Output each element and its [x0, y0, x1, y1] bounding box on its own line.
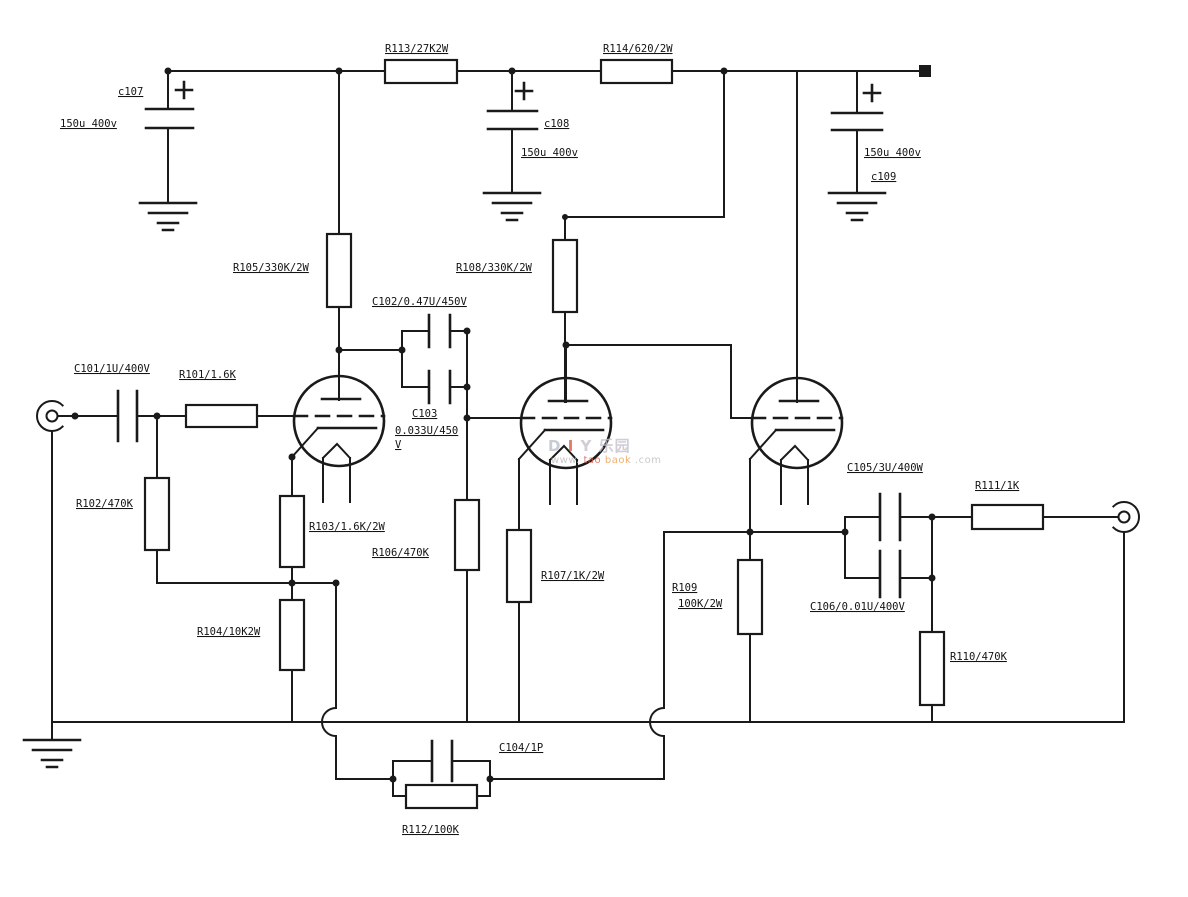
- capacitors: [116, 107, 902, 783]
- resistor-r102: [143, 476, 171, 552]
- watermark-tao: tao: [583, 455, 601, 466]
- capacitor-c108: [486, 109, 539, 131]
- label-r114: R114/620/2W: [603, 43, 673, 55]
- label-r109-line1: R109: [672, 582, 697, 594]
- wires: [51, 70, 1125, 797]
- label-c107: c107: [118, 86, 143, 98]
- label-r105: R105/330K/2W: [233, 262, 310, 274]
- capacitor-c107: [144, 107, 195, 130]
- ground-symbol-input: [22, 738, 82, 769]
- wire-coupling1: [338, 330, 522, 419]
- watermark-www: www.: [551, 455, 580, 466]
- plus-mark-c108: [514, 81, 534, 101]
- wire-c105-net: [844, 516, 933, 579]
- resistor-r109: [736, 558, 764, 636]
- label-c103-line1: C103: [412, 408, 437, 420]
- watermark-y-leyuan: Y 乐园: [580, 437, 631, 455]
- watermark: D I Y 乐园 www. tao baok .com: [548, 437, 661, 466]
- label-c103-line2: 0.033U/450: [395, 425, 458, 437]
- svg-text:D I Y 乐园: D I Y 乐园: [548, 437, 631, 455]
- label-r112: R112/100K: [402, 824, 460, 836]
- wire-r108-feed: [564, 70, 725, 403]
- resistor-r111: [970, 503, 1045, 531]
- wire-r102: [156, 415, 293, 584]
- label-r107: R107/1K/2W: [541, 570, 605, 582]
- resistors: [143, 58, 1045, 810]
- label-c108: c108: [544, 118, 569, 130]
- wire-cathode3: [749, 458, 846, 723]
- label-c103-line3: V: [395, 439, 402, 451]
- resistor-r108: [551, 238, 579, 314]
- resistor-r112: [404, 783, 479, 810]
- ground-symbol-c109: [827, 191, 887, 222]
- junction-dots: [71, 67, 936, 783]
- label-r102: R102/470K: [76, 498, 134, 510]
- label-c104: C104/1P: [499, 742, 543, 754]
- watermark-baok: baok: [605, 455, 631, 466]
- wire-feedback-left: [291, 582, 394, 780]
- wire-tube2: [518, 344, 567, 723]
- resistor-r113: [383, 58, 459, 85]
- label-r104: R104/10K2W: [197, 626, 261, 638]
- label-r110: R110/470K: [950, 651, 1008, 663]
- label-r109-line2: 100K/2W: [678, 598, 723, 610]
- label-c109-value: 150u 400v: [864, 147, 921, 159]
- resistor-r114: [599, 58, 674, 85]
- label-r103: R103/1.6K/2W: [309, 521, 386, 533]
- watermark-i: I: [568, 437, 575, 455]
- wire-tube2-to-tube3: [565, 344, 753, 419]
- label-c107-value: 150u 400v: [60, 118, 117, 130]
- capacitor-c106: [878, 549, 902, 599]
- capacitor-c104: [430, 739, 454, 783]
- resistor-r110: [918, 630, 946, 707]
- resistor-r104: [278, 598, 306, 672]
- label-c105: C105/3U/400W: [847, 462, 924, 474]
- watermark-com: .com: [635, 455, 662, 466]
- resistor-r105: [325, 232, 353, 309]
- ground-symbol-c108: [482, 191, 542, 222]
- label-r101: R101/1.6K: [179, 369, 237, 381]
- capacitor-c105: [878, 492, 902, 542]
- resistor-r101: [184, 403, 259, 429]
- component-labels: c107 150u 400v R113/27K2W R114/620/2W c1…: [60, 43, 1020, 836]
- resistor-r107: [505, 528, 533, 604]
- label-c108-value: 150u 400v: [521, 147, 578, 159]
- label-r108: R108/330K/2W: [456, 262, 533, 274]
- watermark-d: D: [548, 437, 561, 455]
- plus-mark-c109: [862, 83, 882, 103]
- label-c102: C102/0.47U/450V: [372, 296, 468, 308]
- label-r111: R111/1K: [975, 480, 1020, 492]
- output-jack: [1111, 501, 1141, 533]
- label-c101: C101/1U/400V: [74, 363, 151, 375]
- label-c109: c109: [871, 171, 896, 183]
- ground-symbol-c107: [138, 201, 198, 232]
- capacitor-c102: [427, 313, 452, 349]
- capacitor-c103: [427, 369, 452, 405]
- resistor-r103: [278, 494, 306, 569]
- capacitor-c109: [830, 111, 884, 132]
- label-r113: R113/27K2W: [385, 43, 449, 55]
- plus-mark-c107: [174, 80, 194, 100]
- svg-text:www. tao baok: www. tao baok .com: [551, 455, 661, 466]
- bplus-terminal: [919, 65, 931, 77]
- capacitor-c101: [116, 389, 139, 443]
- input-jack: [35, 400, 65, 432]
- label-c106: C106/0.01U/400V: [810, 601, 906, 613]
- label-r106: R106/470K: [372, 547, 430, 559]
- resistor-r106: [453, 498, 481, 572]
